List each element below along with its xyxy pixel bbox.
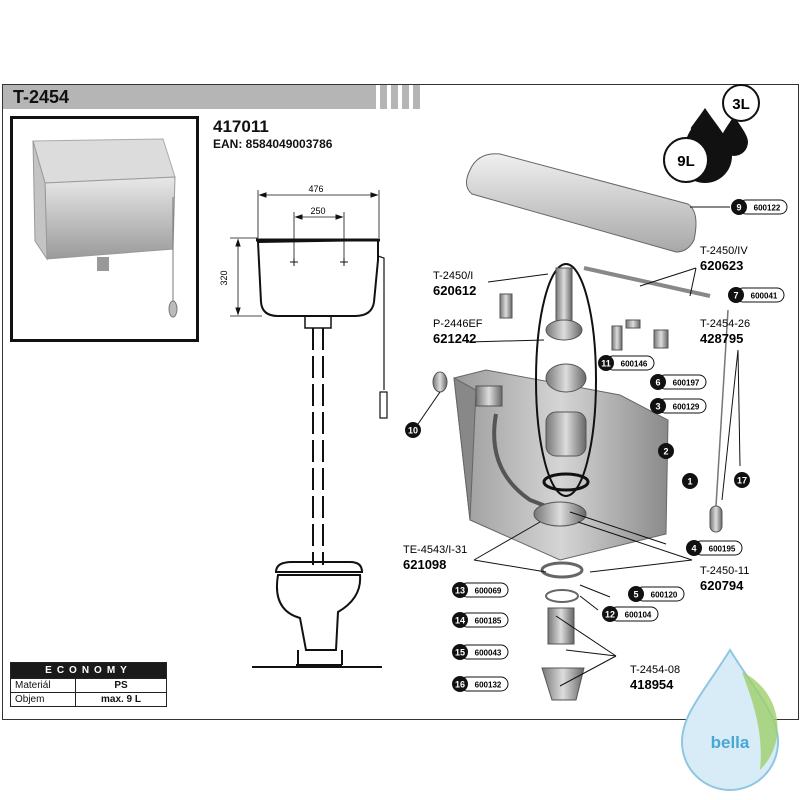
spec-label: Materiál: [11, 679, 76, 692]
spec-table-title: ECONOMY: [11, 663, 166, 678]
product-photo: [10, 116, 199, 342]
product-code: 417011: [213, 117, 269, 136]
table-row: Materiál PS: [11, 678, 166, 692]
title-stripe: [413, 85, 420, 109]
title-bar: T-2454: [3, 85, 376, 109]
spec-table: ECONOMY Materiál PS Objem max. 9 L: [10, 662, 167, 707]
title-stripe: [391, 85, 398, 109]
model-title: T-2454: [13, 87, 70, 107]
spec-label: Objem: [11, 693, 76, 706]
bella-logo-text: bella: [711, 733, 750, 752]
title-stripe: [402, 85, 409, 109]
title-stripe: [380, 85, 387, 109]
spec-value: PS: [114, 680, 128, 691]
spec-value: max. 9 L: [100, 694, 142, 705]
table-row: Objem max. 9 L: [11, 692, 166, 706]
diagram-frame: [2, 84, 799, 720]
ean-code: EAN: 8584049003786: [213, 137, 333, 151]
cistern-photo: [32, 138, 178, 318]
